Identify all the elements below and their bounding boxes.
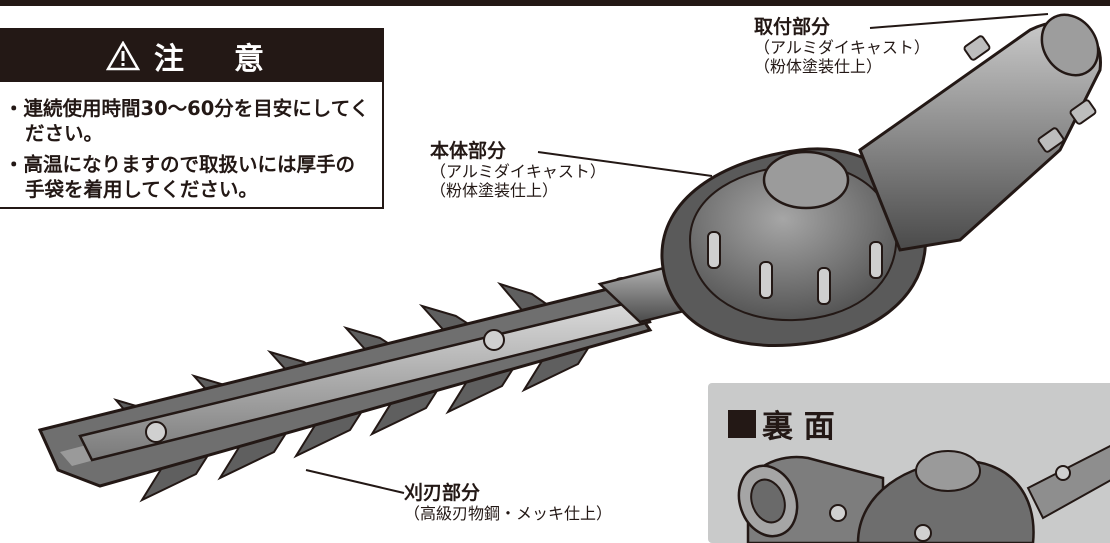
back-view-title: 裏 面 — [728, 401, 835, 446]
callout-body: 本体部分 （アルミダイキャスト） （粉体塗装仕上） — [430, 140, 606, 200]
callout-mount-material: （アルミダイキャスト） — [754, 38, 930, 57]
caution-item: ・連続使用時間30～60分を目安にしてください。 — [4, 97, 370, 145]
callout-mount: 取付部分 （アルミダイキャスト） （粉体塗装仕上） — [754, 16, 930, 76]
top-bar — [0, 0, 1110, 6]
guide-bar — [78, 298, 652, 462]
gear-cap — [762, 150, 850, 210]
caution-list: ・連続使用時間30～60分を目安にしてください。 ・高温になりますので取扱いには… — [0, 82, 382, 202]
callout-body-material: （アルミダイキャスト） — [430, 162, 606, 181]
callout-blade-material: （高級刃物鋼・メッキ仕上） — [404, 504, 613, 523]
callout-blade-title: 刈刃部分 — [404, 482, 481, 504]
caution-item: ・高温になりますので取扱いには厚手の手袋を着用してください。 — [4, 153, 356, 201]
callout-blade: 刈刃部分 （高級刃物鋼・メッキ仕上） — [404, 482, 612, 523]
back-view-title-text: 裏 面 — [762, 409, 835, 445]
callout-body-title: 本体部分 — [430, 140, 507, 162]
caution-header: 注 意 — [0, 30, 382, 82]
caution-title: 注 意 — [154, 42, 274, 77]
back-view-inset: 裏 面 — [708, 383, 1110, 543]
square-bullet-icon — [728, 409, 756, 438]
back-view-illustration — [737, 444, 1110, 543]
caution-box: 注 意 ・連続使用時間30～60分を目安にしてください。 ・高温になりますので取… — [0, 28, 384, 209]
callout-body-finish: （粉体塗装仕上） — [430, 181, 559, 200]
warning-triangle-icon — [106, 41, 140, 71]
callout-mount-title: 取付部分 — [754, 16, 831, 38]
callout-mount-finish: （粉体塗装仕上） — [754, 57, 883, 76]
